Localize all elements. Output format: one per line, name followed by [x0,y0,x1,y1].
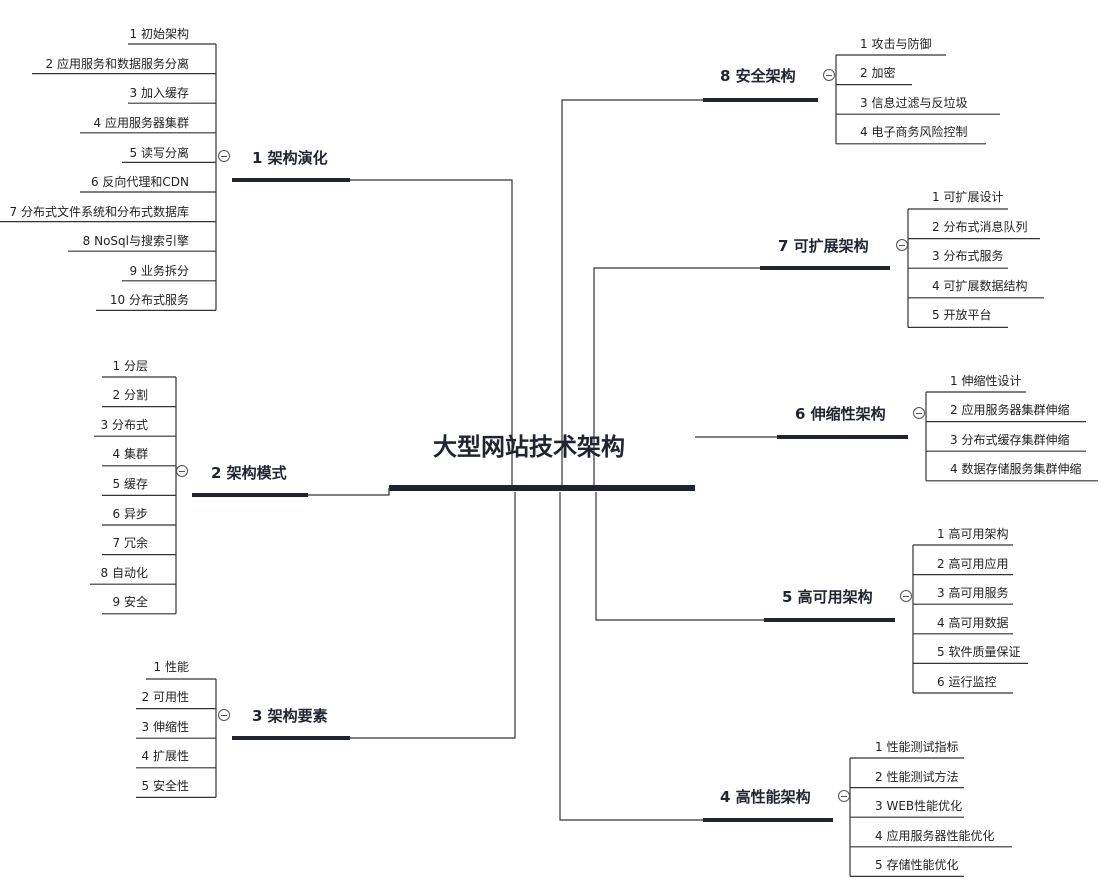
connector-branch-1 [350,179,513,485]
leaf-item[interactable]: 3 加入缓存 [129,86,189,100]
collapse-toggle-icon[interactable] [218,709,230,721]
branch-extensibility-architecture[interactable]: 7 可扩展架构 [778,237,869,255]
leaf-item[interactable]: 5 存储性能优化 [875,858,959,872]
leaf-item[interactable]: 6 运行监控 [937,675,997,689]
leaf-item[interactable]: 3 伸缩性 [141,720,189,734]
leaf-item[interactable]: 2 应用服务和数据服务分离 [45,57,189,71]
collapse-toggle-icon[interactable] [838,790,850,802]
leaf-item[interactable]: 8 NoSql与搜索引擎 [82,234,189,248]
connector-branch-2 [308,488,390,496]
leaf-item[interactable]: 10 分布式服务 [109,293,189,307]
leaf-item[interactable]: 2 分布式消息队列 [932,220,1028,234]
leaf-item[interactable]: 1 性能 [153,660,189,674]
leaf-item[interactable]: 5 开放平台 [932,308,992,322]
leaf-item[interactable]: 9 安全 [112,595,148,609]
leaf-item[interactable]: 3 分布式缓存集群伸缩 [950,433,1070,447]
leaf-item[interactable]: 4 电子商务风险控制 [860,125,968,139]
leaf-item[interactable]: 2 可用性 [141,690,189,704]
leaf-item[interactable]: 6 异步 [112,507,148,521]
branch-high-availability-architecture[interactable]: 5 高可用架构 [782,588,873,606]
leaf-item[interactable]: 1 攻击与防御 [860,37,932,51]
collapse-toggle-icon[interactable] [823,69,835,81]
leaf-item[interactable]: 8 自动化 [100,566,148,580]
leaf-item[interactable]: 5 安全性 [141,779,189,793]
branch-architecture-patterns[interactable]: 2 架构模式 [211,464,287,482]
leaf-item[interactable]: 1 分层 [112,359,148,373]
branch-security-architecture[interactable]: 8 安全架构 [720,67,796,85]
leaf-item[interactable]: 2 高可用应用 [937,557,1009,571]
leaf-item[interactable]: 1 伸缩性设计 [950,374,1022,388]
branch-architecture-evolution[interactable]: 1 架构演化 [252,149,328,167]
leaf-item[interactable]: 4 数据存储服务集群伸缩 [950,462,1082,476]
leaf-item[interactable]: 2 加密 [860,66,896,80]
leaf-item[interactable]: 6 反向代理和CDN [90,175,189,189]
leaf-item[interactable]: 4 高可用数据 [937,616,1009,630]
leaf-item[interactable]: 4 应用服务器集群 [93,116,189,130]
branch-scalability-architecture[interactable]: 6 伸缩性架构 [795,405,886,423]
collapse-toggle-icon[interactable] [176,465,188,477]
leaf-item[interactable]: 3 信息过滤与反垃圾 [860,96,968,110]
leaf-item[interactable]: 3 高可用服务 [937,586,1009,600]
collapse-toggle-icon[interactable] [900,590,912,602]
leaf-item[interactable]: 1 性能测试指标 [875,740,959,754]
connector-branch-7 [593,267,760,485]
collapse-toggle-icon[interactable] [913,407,925,419]
leaf-item[interactable]: 3 分布式 [100,418,148,432]
collapse-toggle-icon[interactable] [218,150,230,162]
collapse-toggle-icon[interactable] [896,239,908,251]
connector-branch-8 [561,99,705,485]
connector-branch-3 [350,492,516,739]
connector-branch-4 [559,492,703,821]
leaf-item[interactable]: 4 可扩展数据结构 [932,279,1028,293]
leaf-item[interactable]: 5 读写分离 [129,146,189,160]
leaf-item[interactable]: 5 缓存 [112,477,148,491]
leaf-item[interactable]: 2 应用服务器集群伸缩 [950,403,1070,417]
leaf-item[interactable]: 3 分布式服务 [932,249,1004,263]
leaf-item[interactable]: 4 集群 [112,447,148,461]
leaf-item[interactable]: 7 冗余 [112,536,148,550]
leaf-item[interactable]: 1 初始架构 [129,27,189,41]
leaf-item[interactable]: 7 分布式文件系统和分布式数据库 [9,205,189,219]
leaf-item[interactable]: 1 可扩展设计 [932,190,1004,204]
leaf-item[interactable]: 4 扩展性 [141,749,189,763]
branch-architecture-elements[interactable]: 3 架构要素 [252,707,328,725]
leaf-item[interactable]: 2 分割 [112,388,148,402]
connector-branch-5 [595,492,764,621]
leaf-item[interactable]: 2 性能测试方法 [875,770,959,784]
leaf-item[interactable]: 4 应用服务器性能优化 [875,829,995,843]
leaf-item[interactable]: 9 业务拆分 [129,264,189,278]
leaf-item[interactable]: 1 高可用架构 [937,527,1009,541]
root-topic[interactable]: 大型网站技术架构 [433,433,625,461]
branch-high-performance-architecture[interactable]: 4 高性能架构 [720,788,811,806]
leaf-item[interactable]: 5 软件质量保证 [937,645,1021,659]
leaf-item[interactable]: 3 WEB性能优化 [875,799,963,813]
